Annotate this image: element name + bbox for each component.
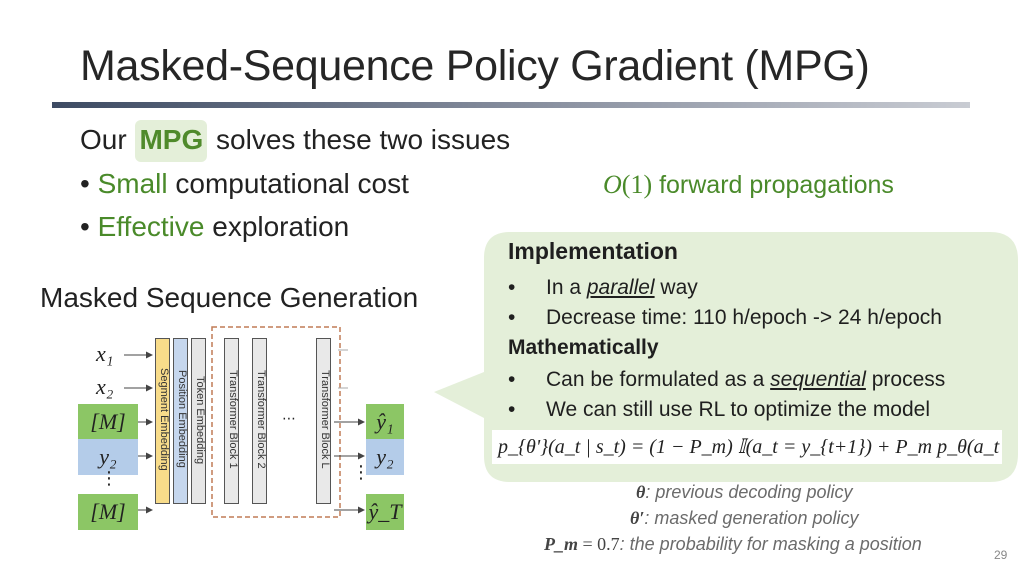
impl-item-parallel: •In a parallel way <box>508 276 698 299</box>
transformer-block-2-label: Transformer Block 2 <box>255 370 267 469</box>
mpg-highlight: MPG <box>135 120 208 162</box>
mathematically-heading: Mathematically <box>508 336 659 359</box>
complexity-text: forward propagations <box>659 171 894 199</box>
intro-suffix: solves these two issues <box>216 124 511 155</box>
output-token-y2: y₂ <box>366 439 404 475</box>
input-token-y2: y₂ <box>78 439 138 475</box>
segment-embedding-label: Segment Embedding <box>158 368 170 471</box>
transformer-block-L <box>316 338 331 504</box>
note-theta-prime: θ′: masked generation policy <box>630 508 859 528</box>
impl-item-time: •Decrease time: 110 h/epoch -> 24 h/epoc… <box>508 306 942 329</box>
token-embedding-label: Token Embedding <box>194 376 206 465</box>
policy-formula: p_{θ'}(a_t | s_t) = (1 − P_m) 𝕀(a_t = y_… <box>492 430 1002 464</box>
input-x2: x₂ <box>96 374 114 399</box>
bullet-small-cost: • Small computational cost <box>80 168 409 199</box>
diagram-label: Masked Sequence Generation <box>40 282 419 313</box>
segment-embedding-bar <box>155 338 170 504</box>
big-o-arg: (1) <box>621 170 653 199</box>
implementation-heading: Implementation <box>508 238 678 264</box>
input-x1: x₁ <box>96 341 114 366</box>
note-theta: θ: previous decoding policy <box>636 482 853 502</box>
output-token-yhatT: ŷ_T <box>366 494 404 530</box>
output-token-yhat1: ŷ₁ <box>366 404 404 440</box>
bullet-keyword: Effective <box>97 211 205 242</box>
page-number: 29 <box>994 548 1008 562</box>
emphasis-parallel: parallel <box>586 276 655 299</box>
bullet-effective-exploration: • Effective exploration <box>80 211 350 242</box>
position-embedding-label: Position Embedding <box>176 370 188 468</box>
transformer-block-1-label: Transformer Block 1 <box>227 370 239 469</box>
transformer-block-L-label: Transformer Block L <box>319 370 331 469</box>
big-o-symbol: O <box>603 170 622 199</box>
bullet-text: exploration <box>204 211 350 242</box>
output-ellipsis: ⋮ <box>352 462 370 482</box>
complexity-note: O(1) forward propagations <box>603 170 894 200</box>
intro-line: Our MPG solves these two issues <box>80 120 510 162</box>
bullet-text: computational cost <box>167 168 409 199</box>
page-title: Masked-Sequence Policy Gradient (MPG) <box>80 42 870 90</box>
input-ellipsis: ⋮ <box>100 468 118 488</box>
blocks-ellipsis: ⋯ <box>282 410 296 426</box>
note-pm: P_m = 0.7: the probability for masking a… <box>544 534 922 554</box>
input-token-mask: [M] <box>78 404 138 440</box>
emphasis-sequential: sequential <box>770 368 866 391</box>
position-embedding-bar <box>173 338 188 504</box>
math-item-sequential: •Can be formulated as a sequential proce… <box>508 368 946 391</box>
math-item-rl: •We can still use RL to optimize the mod… <box>508 398 931 421</box>
transformer-block-2 <box>252 338 267 504</box>
title-divider <box>52 102 970 108</box>
bullet-keyword: Small <box>97 168 168 199</box>
transformer-block-1 <box>224 338 239 504</box>
token-embedding-bar <box>191 338 206 504</box>
intro-prefix: Our <box>80 124 127 155</box>
input-token-mask-last: [M] <box>78 494 138 530</box>
